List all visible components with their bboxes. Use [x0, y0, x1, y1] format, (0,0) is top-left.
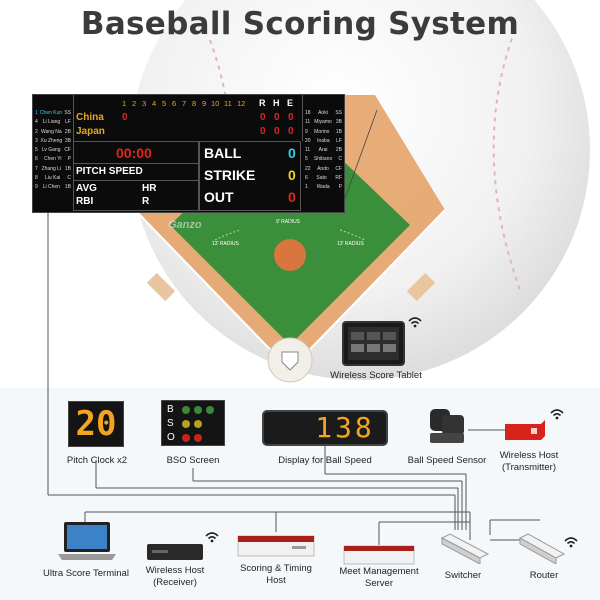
left-num: 1: [35, 110, 38, 116]
pitch-clock-value: 20: [75, 404, 117, 444]
wifi-icon: [408, 317, 422, 328]
r-label: R: [142, 196, 150, 207]
inning-7: 7: [182, 99, 187, 108]
team-home-score: 0: [122, 112, 128, 123]
inning-2: 2: [132, 99, 137, 108]
router: [518, 533, 566, 564]
wireless-host-receiver: [147, 544, 203, 560]
inning-11: 11: [224, 99, 232, 108]
team-home-name: China: [76, 112, 104, 123]
bso-screen-label: BSO Screen: [166, 455, 220, 466]
ball-speed-value: 138: [315, 411, 375, 444]
ball-label: BALL: [204, 145, 242, 161]
wifi-icon: [205, 532, 219, 543]
wifi-icon: [550, 409, 564, 420]
pitch-speed-label: PITCH SPEED: [76, 166, 143, 177]
tablet-label: Wireless Score Tablet: [330, 370, 422, 381]
inning-10: 10: [211, 99, 220, 108]
team-away-r: 0: [260, 126, 266, 137]
inning-3: 3: [142, 99, 147, 108]
laptop-icon: [58, 522, 116, 560]
ball-speed-sensor-label: Ball Speed Sensor: [407, 455, 487, 466]
wireless-host-transmitter: [505, 420, 545, 440]
errors-header: E: [287, 98, 294, 108]
wireless-host-rx-label: Wireless Host(Receiver): [145, 565, 205, 588]
ball-speed-sensor: [430, 409, 464, 443]
strike-value: 0: [288, 167, 296, 183]
inning-9: 9: [202, 99, 207, 108]
switcher: [440, 533, 490, 564]
pitch-clock: 20: [68, 401, 124, 447]
clock-panel: 00:00 PITCH SPEED AVG HR RBI R: [73, 141, 199, 211]
pitch-clock-label: Pitch Clock x2: [66, 455, 128, 466]
wifi-icon: [564, 537, 578, 548]
line-score: 1 2 3 4 5 6 7 8 9 10 11 12 R H E China 0…: [73, 95, 303, 141]
team-home-h: 0: [274, 112, 280, 123]
team-home-e: 0: [288, 112, 294, 123]
inning-12: 12: [237, 99, 246, 108]
radius-label-top: 9' RADIUS: [276, 219, 301, 225]
bso-panel: BALL 0 STRIKE 0 OUT 0: [199, 141, 301, 211]
ball-value: 0: [288, 145, 296, 161]
team-home-r: 0: [260, 112, 266, 123]
rbi-label: RBI: [76, 196, 94, 207]
watermark-logo: Ganzo: [168, 219, 202, 231]
team-away-h: 0: [274, 126, 280, 137]
runs-header: R: [259, 98, 266, 108]
team-away-e: 0: [288, 126, 294, 137]
inning-8: 8: [192, 99, 197, 108]
wireless-score-tablet: [342, 321, 405, 366]
hits-header: H: [273, 98, 280, 108]
scoring-timing-host: [237, 535, 315, 557]
hr-label: HR: [142, 183, 157, 194]
switcher-label: Switcher: [444, 570, 482, 581]
inning-6: 6: [172, 99, 177, 108]
ball-speed-display: 138: [262, 410, 388, 446]
out-label: OUT: [204, 189, 234, 205]
team-away-name: Japan: [76, 126, 105, 137]
router-label: Router: [529, 570, 559, 581]
meet-management-server: [343, 545, 415, 565]
page-title: Baseball Scoring System: [80, 6, 520, 42]
game-clock: 00:00: [116, 145, 152, 161]
radius-label-right: 13' RADIUS: [337, 241, 364, 247]
radius-label-left: 13' RADIUS: [212, 241, 239, 247]
bso-s: S: [167, 418, 174, 429]
out-value: 0: [288, 189, 296, 205]
strike-label: STRIKE: [204, 167, 256, 183]
bso-b: B: [167, 404, 174, 415]
inning-4: 4: [152, 99, 157, 108]
avg-label: AVG: [76, 183, 97, 194]
bso-o: O: [167, 432, 175, 443]
inning-1: 1: [122, 99, 127, 108]
wireless-host-tx-label: Wireless Host(Transmitter): [499, 450, 559, 473]
ultra-score-terminal-label: Ultra Score Terminal: [43, 568, 129, 579]
bso-screen: B S O: [161, 400, 225, 446]
inning-5: 5: [162, 99, 167, 108]
